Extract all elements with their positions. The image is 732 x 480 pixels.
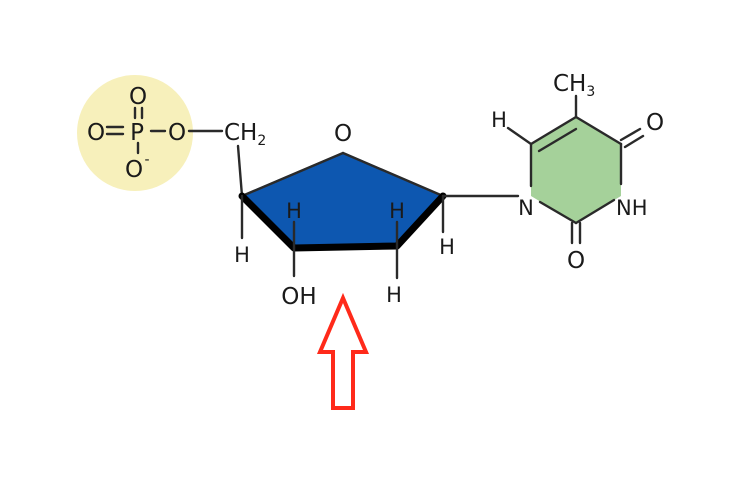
h-c6: H	[491, 108, 507, 132]
phosphate-p: P	[130, 120, 144, 146]
thymine-base: CH3 H O N NH O	[491, 71, 664, 274]
bond-c4-o-1	[619, 127, 642, 142]
phosphate-circle	[77, 75, 193, 191]
phosphate-o-bottom-charge: -	[144, 152, 149, 168]
sugar-ring-o: O	[334, 121, 352, 147]
h-c3-in: H	[286, 199, 302, 223]
o-c2: O	[567, 248, 585, 274]
h-c1-out: H	[439, 235, 455, 259]
bond-c4-o-2	[623, 134, 645, 149]
bond-n3-c2	[574, 198, 616, 225]
ch2-subscript: 2	[257, 133, 266, 149]
h-c2-out: H	[386, 283, 402, 307]
bond-c2-n1	[538, 200, 578, 225]
ch3-label: CH3	[553, 71, 595, 100]
oh-c3: OH	[281, 284, 316, 310]
phosphate-o-bottom: O	[125, 157, 143, 183]
bond-c4-o	[240, 151, 345, 198]
n3-label: NH	[616, 196, 648, 220]
sugar-ring: O H H H H OH H	[234, 121, 455, 310]
n1-label: N	[518, 196, 534, 220]
arrow-up-outline-icon	[316, 292, 370, 410]
o-c4: O	[646, 110, 664, 136]
bond-ring-bold-front	[238, 192, 447, 252]
bond-c6-c5	[529, 115, 578, 146]
bond-c5-c4	[574, 115, 623, 146]
bond-ch2-c4	[236, 144, 244, 198]
ch2-c: CH	[224, 120, 257, 146]
bond-c6-h	[506, 126, 533, 146]
base-ring-fill	[531, 117, 621, 223]
h-c2-in: H	[389, 199, 405, 223]
ch3-subscript: 3	[586, 84, 595, 100]
bond-c6-c5-double	[537, 127, 578, 153]
phosphate-o-left: O	[87, 120, 105, 146]
bond-o-c1	[341, 151, 445, 198]
h-c4-out: H	[234, 243, 250, 267]
ch3-c: CH	[553, 71, 586, 97]
phosphate-group: O O P O O -	[77, 75, 224, 191]
phosphate-o-top: O	[129, 84, 147, 110]
ch2-label: CH2	[224, 120, 266, 149]
phosphate-o-right: O	[168, 120, 186, 146]
